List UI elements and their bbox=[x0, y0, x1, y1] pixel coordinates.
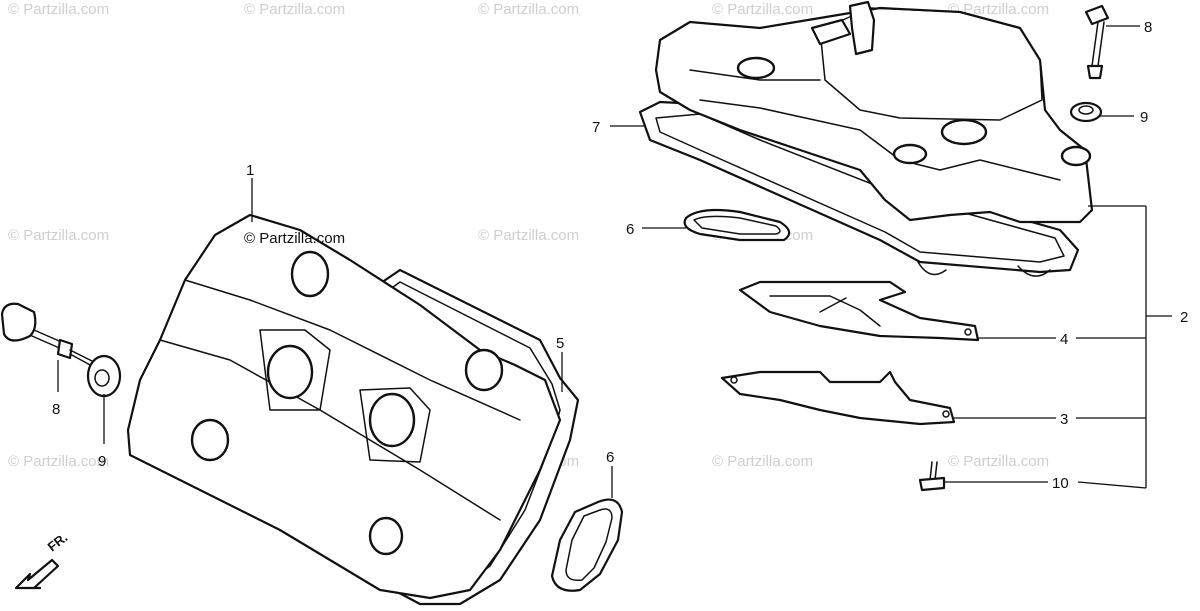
cover-bolt-left bbox=[0, 302, 95, 367]
spark-plug-hole bbox=[736, 56, 776, 80]
callout-2: 2 bbox=[1180, 309, 1188, 326]
spark-plug-hole bbox=[190, 418, 230, 462]
callout-6-right: 6 bbox=[626, 221, 634, 238]
spark-plug-hole bbox=[892, 143, 928, 165]
spark-plug-hole bbox=[290, 250, 330, 298]
cylinder-head-cover-left bbox=[126, 213, 562, 600]
cover-right-ridge bbox=[689, 69, 1061, 181]
cover-right-lug bbox=[1017, 265, 1051, 277]
breather-nozzle bbox=[810, 18, 852, 46]
spark-plug-hole bbox=[368, 392, 416, 448]
front-direction-label: FR. bbox=[45, 530, 71, 555]
grommet-washer-right-inner bbox=[1078, 105, 1094, 115]
plug-hole-gasket-right bbox=[683, 208, 791, 242]
grommet-washer-left-inner bbox=[94, 369, 110, 387]
plug-hole-gasket-left bbox=[550, 498, 624, 592]
watermark: © Partzilla.com bbox=[712, 453, 813, 470]
spark-plug-hole bbox=[1060, 145, 1092, 167]
callout-10: 10 bbox=[1052, 475, 1069, 492]
spark-plug-hole bbox=[940, 118, 988, 146]
watermark: © Partzilla.com bbox=[712, 1, 813, 18]
watermark: © Partzilla.com bbox=[478, 1, 579, 18]
callout-9-right: 9 bbox=[1140, 109, 1148, 126]
watermark: © Partzilla.com bbox=[8, 1, 109, 18]
watermark: © Partzilla.com bbox=[244, 1, 345, 18]
cover-gasket-right-inner bbox=[655, 113, 1065, 263]
watermark: © Partzilla.com bbox=[8, 453, 109, 470]
callout-9-left: 9 bbox=[98, 453, 106, 470]
leader-lines bbox=[57, 25, 1172, 498]
watermark: © Partzilla.com bbox=[8, 227, 109, 244]
callout-8-right: 8 bbox=[1144, 19, 1152, 36]
watermark-main: © Partzilla.com bbox=[244, 230, 345, 247]
watermark: © Partzilla.com bbox=[948, 1, 1049, 18]
grommet-washer-left bbox=[86, 354, 122, 398]
watermark: © Partzilla.com bbox=[478, 227, 579, 244]
callout-5: 5 bbox=[556, 335, 564, 352]
cover-bolt-right bbox=[1084, 4, 1110, 80]
callout-labels: 1 2 3 4 5 6 6 7 8 8 9 9 10 bbox=[52, 19, 1188, 492]
front-direction-marker: FR. bbox=[14, 530, 71, 590]
cover-right-lug bbox=[917, 261, 947, 276]
front-arrow-icon bbox=[14, 558, 60, 590]
grommet-washer-right bbox=[1069, 101, 1103, 123]
separator-screw bbox=[918, 461, 946, 492]
callout-6-left: 6 bbox=[606, 449, 614, 466]
separator-plate-upper bbox=[738, 280, 980, 342]
callout-4: 4 bbox=[1060, 331, 1068, 348]
breather-fitting bbox=[848, 0, 876, 56]
separator-plate-lower bbox=[720, 370, 956, 426]
spark-plug-hole bbox=[368, 516, 404, 556]
cover-right-top-box bbox=[819, 7, 1043, 121]
callout-8-left: 8 bbox=[52, 401, 60, 418]
watermark: © Partzilla.com bbox=[948, 453, 1049, 470]
callout-3: 3 bbox=[1060, 411, 1068, 428]
callout-1: 1 bbox=[246, 162, 254, 179]
spark-plug-hole bbox=[266, 344, 314, 400]
spark-plug-hole bbox=[464, 348, 504, 392]
callout-7: 7 bbox=[592, 119, 600, 136]
